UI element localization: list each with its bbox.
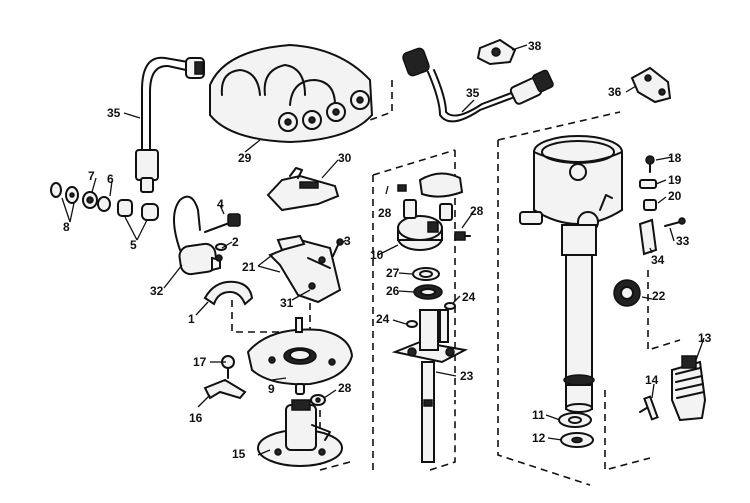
part-10-advance-cam	[397, 172, 464, 251]
callout-35: 35	[466, 86, 480, 100]
callout-16: 16	[189, 411, 203, 425]
callout-33: 33	[676, 234, 690, 248]
parts-25-26-washers	[412, 267, 443, 300]
part-38-nut	[476, 38, 517, 66]
part-1-clamp	[203, 280, 254, 306]
callout-7: 7	[88, 169, 95, 183]
callout-32: 32	[150, 284, 164, 298]
part-27-washer	[310, 394, 326, 406]
part-37-coil-wire	[135, 56, 205, 193]
callout-2: 2	[232, 235, 239, 249]
leader-lines	[61, 44, 705, 456]
callout-4: 4	[217, 197, 224, 211]
part-35-wire	[402, 47, 554, 123]
callout-38: 38	[528, 39, 542, 53]
callout-17: 17	[193, 355, 207, 369]
part-15-shaft-housing	[257, 399, 343, 467]
callout-10: 10	[370, 248, 384, 262]
part-24-washers	[406, 302, 456, 328]
part-36-bracket	[630, 66, 672, 104]
callout-27: 28	[338, 381, 352, 395]
callout-6: 6	[107, 172, 114, 186]
parts-11-12-washers	[558, 412, 594, 448]
callout-19: 19	[668, 173, 682, 187]
callout-29: 29	[238, 151, 252, 165]
part-30-rotor	[266, 167, 340, 212]
part-29-distributor-cap	[209, 43, 374, 144]
callout-36: 36	[608, 85, 622, 99]
callout-1: 1	[188, 312, 195, 326]
part-22-bushing	[613, 279, 641, 307]
callout-13: 13	[698, 331, 712, 345]
callout-numbers: 35 29 30 38 35 36 7 6 8 5 4 2 3 21 32 31…	[63, 39, 712, 461]
callout-26: 27	[386, 266, 400, 280]
callout-22: 22	[652, 289, 666, 303]
callout-18: 18	[668, 151, 682, 165]
parts-18-20-33-34-hardware	[638, 155, 686, 256]
callout-21: 21	[242, 260, 256, 274]
part-9-breaker-plate	[246, 317, 354, 395]
callout-28a: 28	[378, 206, 392, 220]
parts-2-4-screw-washer	[204, 213, 241, 262]
callout-20: 20	[668, 189, 682, 203]
part-32-condenser	[173, 195, 221, 276]
callout-5: 5	[130, 238, 137, 252]
callout-23: 23	[460, 369, 474, 383]
callout-9: 9	[268, 382, 275, 396]
callout-34: 34	[651, 253, 665, 267]
callout-37: 35	[107, 106, 121, 120]
callout-31: 31	[280, 296, 294, 310]
callout-25: 26	[386, 284, 400, 298]
part-13-drive-gear	[639, 355, 707, 422]
distributor-housing	[519, 135, 623, 413]
parts-5-6-7-8-hardware	[50, 182, 159, 221]
callout-12: 12	[532, 431, 546, 445]
callout-28b: 28	[470, 204, 484, 218]
callout-8: 8	[63, 220, 70, 234]
callout-15: 15	[232, 447, 246, 461]
part-23-shaft	[391, 309, 469, 463]
callout-11: 11	[532, 408, 545, 422]
callout-3: 3	[344, 234, 351, 248]
callout-30: 30	[338, 151, 352, 165]
part-28-springs	[454, 231, 471, 241]
callout-14: 14	[645, 373, 659, 387]
callout-24b: 24	[462, 290, 476, 304]
callout-24a: 24	[376, 312, 390, 326]
